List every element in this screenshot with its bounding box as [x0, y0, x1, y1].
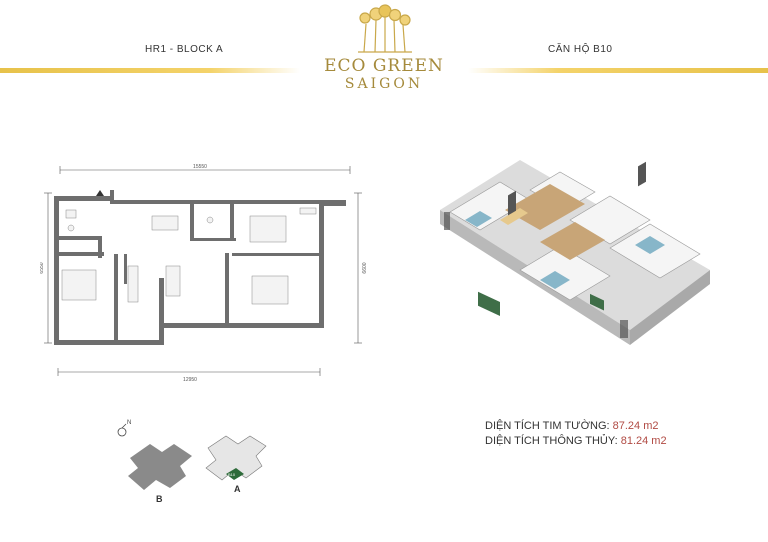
- logo-text-eco-green: ECO GREEN: [324, 56, 444, 76]
- compass-icon: N: [117, 420, 131, 437]
- dim-top-label: 15550: [193, 164, 207, 170]
- north-label: N: [127, 420, 131, 426]
- dim-left-label: 6550: [40, 262, 45, 273]
- dim-right-label: 6600: [362, 262, 368, 273]
- block-label: HR1 - BLOCK A: [145, 44, 224, 55]
- gold-divider-right: [468, 68, 768, 73]
- area-stats: DIỆN TÍCH TIM TƯỜNG: 87.24 m2 DIỆN TÍCH …: [485, 419, 667, 449]
- building-a-label: A: [234, 484, 241, 494]
- clear-area-value: 81.24 m2: [620, 435, 667, 447]
- floor-plan-3d-render: [440, 160, 710, 345]
- building-a-shape: [205, 435, 267, 481]
- key-plan: N B B10 A: [117, 420, 267, 504]
- unit-label: CĂN HỘ B10: [548, 44, 613, 55]
- building-b-label: B: [156, 494, 163, 504]
- wall-center-area-value: 87.24 m2: [612, 420, 659, 432]
- tree-logo-icon: [358, 4, 412, 53]
- floor-plan-2d: 15550 12950 6550 6600: [40, 164, 368, 383]
- wall-center-area-row: DIỆN TÍCH TIM TƯỜNG: 87.24 m2: [485, 419, 667, 434]
- eco-green-logo: ECO GREEN SAIGON: [318, 4, 450, 96]
- building-b-shape: [128, 444, 192, 490]
- logo-text-saigon: SAIGON: [344, 76, 424, 92]
- gold-divider-left: [0, 68, 300, 73]
- clear-area-label: DIỆN TÍCH THÔNG THỦY:: [485, 435, 618, 447]
- clear-area-row: DIỆN TÍCH THÔNG THỦY: 81.24 m2: [485, 434, 667, 449]
- wall-center-area-label: DIỆN TÍCH TIM TƯỜNG:: [485, 420, 610, 432]
- unit-highlight: [226, 468, 244, 480]
- unit-tag: B10: [228, 472, 236, 477]
- dim-bottom-label: 12950: [183, 377, 197, 383]
